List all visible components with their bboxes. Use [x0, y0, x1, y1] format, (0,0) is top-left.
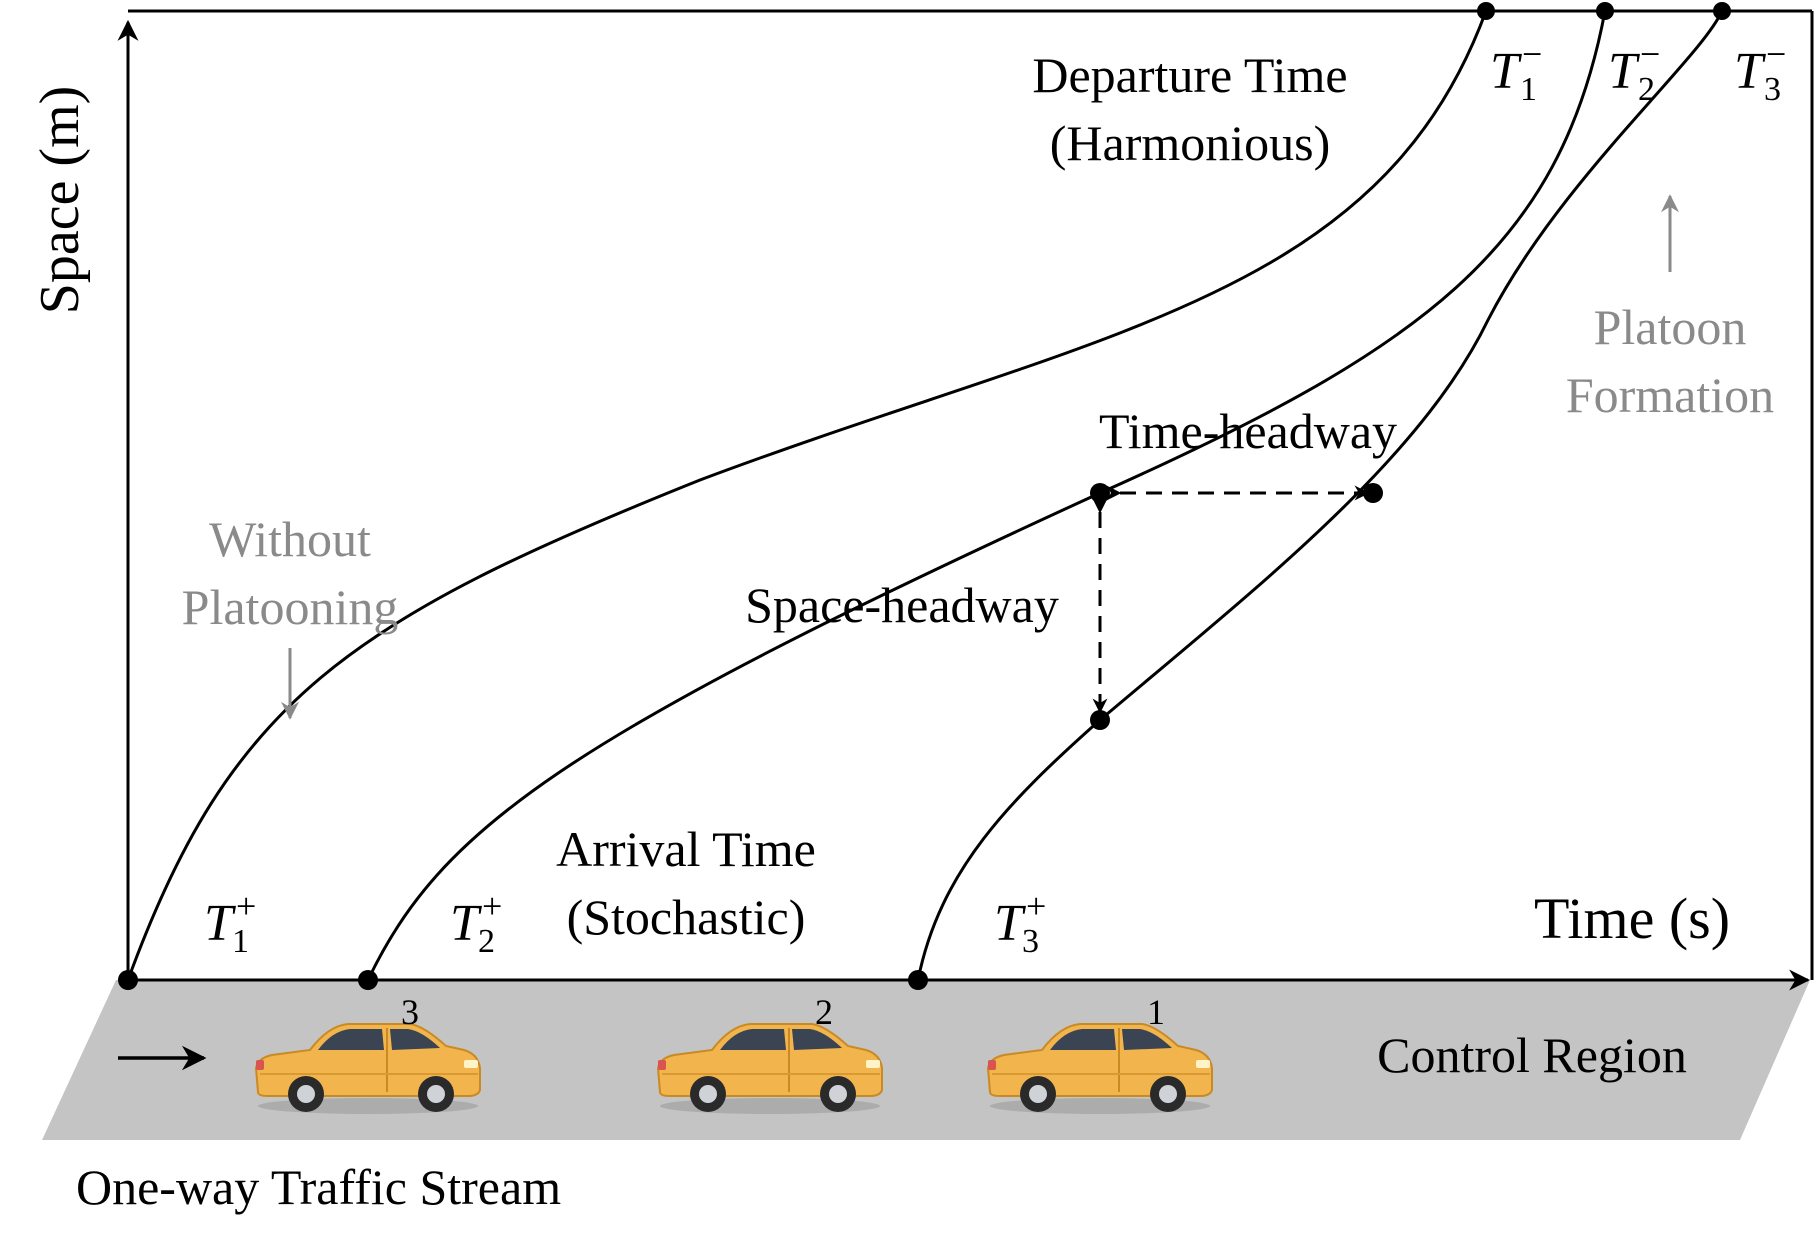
traffic-stream-label: One-way Traffic Stream: [76, 1159, 561, 1215]
svg-text:T: T: [1734, 43, 1766, 100]
svg-text:+: +: [482, 886, 502, 926]
headway-point-vehicle-3-time: [1363, 483, 1383, 503]
arrival-label: Arrival Time: [556, 821, 816, 877]
svg-text:−: −: [1766, 34, 1786, 74]
svg-text:+: +: [236, 886, 256, 926]
trajectory-vehicle-1: [126, 10, 1488, 981]
svg-text:2: 2: [1638, 71, 1655, 108]
svg-text:−: −: [1522, 34, 1542, 74]
svg-text:−: −: [1640, 34, 1660, 74]
arrival-point-2: [358, 970, 378, 990]
y-axis-label: Space (m): [29, 86, 91, 315]
arrival-marker-1: T 1 +: [204, 886, 256, 960]
car-2: 2: [657, 992, 883, 1115]
departure-point-3: [1713, 2, 1731, 20]
departure-point-2: [1596, 2, 1614, 20]
control-region-label: Control Region: [1377, 1027, 1687, 1083]
svg-text:1: 1: [1520, 71, 1537, 108]
arrival-marker-2: T 2 +: [450, 886, 502, 960]
svg-text:3: 3: [1022, 923, 1039, 960]
platoon-formation-sublabel: Formation: [1566, 367, 1774, 423]
car-number: 3: [401, 992, 419, 1032]
departure-marker-1: T 1 −: [1490, 34, 1542, 108]
svg-text:T: T: [204, 895, 236, 952]
trajectory-vehicle-2: [366, 10, 1607, 981]
car-3: 3: [255, 992, 481, 1115]
arrival-point-3: [908, 970, 928, 990]
space-headway-label: Space-headway: [745, 577, 1059, 633]
svg-text:T: T: [1608, 43, 1640, 100]
departure-marker-2: T 2 −: [1608, 34, 1660, 108]
without-platooning-label: Without: [209, 511, 371, 567]
departure-label: Departure Time: [1032, 47, 1347, 103]
svg-text:+: +: [1026, 886, 1046, 926]
arrival-point-1: [118, 970, 138, 990]
departure-sublabel: (Harmonious): [1050, 115, 1331, 171]
car-number: 2: [815, 992, 833, 1032]
x-axis-label: Time (s): [1534, 886, 1730, 951]
svg-text:T: T: [1490, 43, 1522, 100]
svg-text:2: 2: [478, 923, 495, 960]
arrival-sublabel: (Stochastic): [567, 889, 806, 945]
arrival-marker-3: T 3 +: [994, 886, 1046, 960]
car-1: 1: [987, 992, 1213, 1115]
svg-text:3: 3: [1764, 71, 1781, 108]
car-number: 1: [1147, 992, 1165, 1032]
departure-marker-3: T 3 −: [1734, 34, 1786, 108]
headway-point-vehicle-3-space: [1090, 710, 1110, 730]
without-platooning-sublabel: Platooning: [182, 579, 399, 635]
time-headway-label: Time-headway: [1099, 403, 1397, 459]
headway-point-vehicle-2: [1090, 483, 1110, 503]
platoon-formation-label: Platoon: [1594, 299, 1747, 355]
control-region-road: [42, 980, 1810, 1140]
departure-point-1: [1477, 2, 1495, 20]
svg-text:T: T: [450, 895, 482, 952]
svg-text:1: 1: [232, 923, 249, 960]
trajectory-vehicle-3: [916, 10, 1724, 981]
svg-text:T: T: [994, 895, 1026, 952]
